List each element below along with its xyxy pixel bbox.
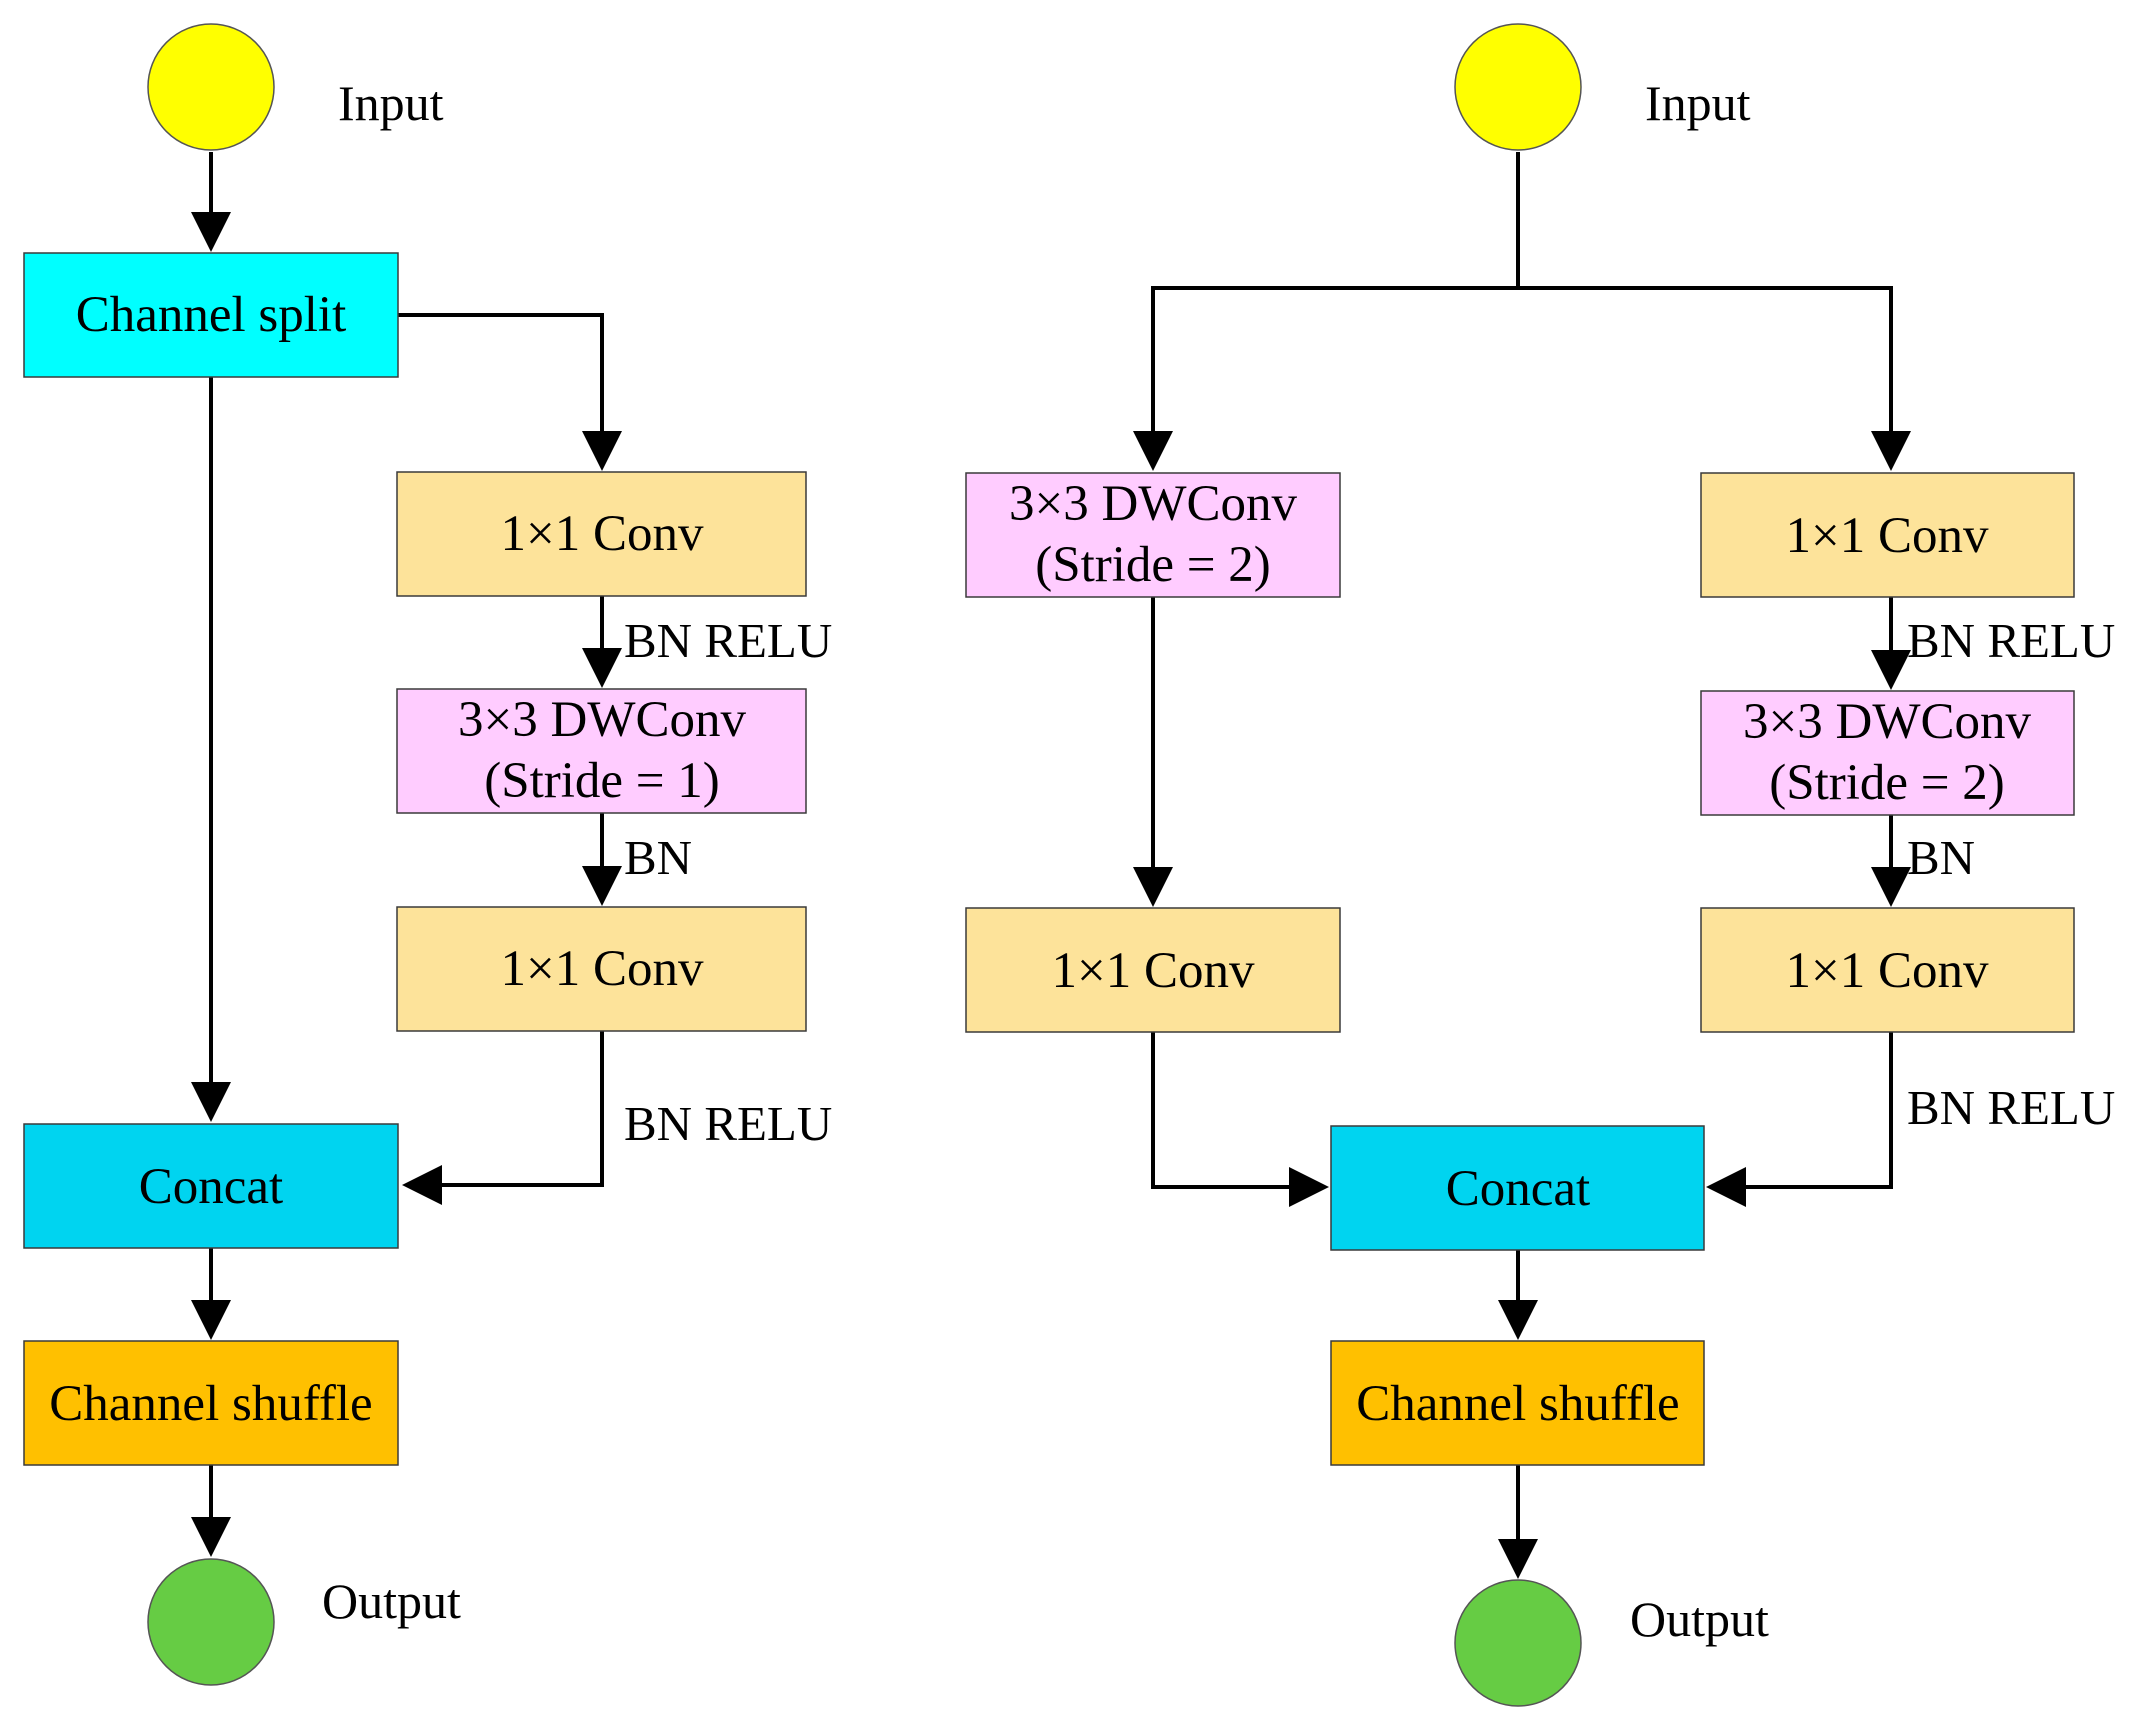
channel-split-text: Channel split [76,287,347,343]
edge-branch-to-dwconv-a [1133,286,1518,471]
left-unit: Input Channel split 1×1 Conv BN RELU 3×3… [23,23,832,1686]
conv1x1-box-b1: 1×1 Conv [1700,472,2075,598]
channel-shuffle-text: Channel shuffle [1356,1376,1679,1432]
edge-split-to-conv1 [398,313,622,471]
conv1x1-a-text: 1×1 Conv [1051,943,1255,999]
output-circle [147,1558,275,1686]
dwconv-text-line1: 3×3 DWConv [458,692,746,748]
dwconv-b-text-line1: 3×3 DWConv [1743,694,2031,750]
dwconv-a-text-line2: (Stride = 2) [1035,537,1271,593]
bn-relu-label-2: BN RELU [624,1096,832,1151]
conv1x1-box-a: 1×1 Conv [965,907,1341,1033]
conv1x1-rect-a [965,907,1341,1033]
channel-shuffle-box: Channel shuffle [23,1340,399,1466]
concat-rect [1330,1125,1705,1251]
conv1x1-box-b2: 1×1 Conv [1700,907,2075,1033]
conv1x1-text-2: 1×1 Conv [500,941,704,997]
output-node: Output [1454,1579,1769,1707]
channel-split-box: Channel split [23,252,399,378]
edge-branch-to-conv-b1 [1518,286,1911,471]
concat-box: Concat [23,1123,399,1249]
channel-shuffle-text: Channel shuffle [49,1376,372,1432]
right-unit: Input 3×3 DWConv (Stride = 2) 1×1 Conv 1… [965,23,2115,1707]
channel-shuffle-rect [1330,1340,1705,1466]
concat-rect [23,1123,399,1249]
dwconv-a-text-line1: 3×3 DWConv [1009,476,1297,532]
output-node: Output [147,1558,461,1686]
conv1x1-b2-text: 1×1 Conv [1785,943,1989,999]
dwconv-rect-a [965,472,1341,598]
conv1x1-rect-2 [396,906,807,1032]
input-label: Input [1645,75,1751,131]
bn-label: BN [1907,830,1975,885]
edge-conv-b2-to-concat [1706,1032,1893,1207]
dwconv-text-line2: (Stride = 1) [484,753,720,809]
conv1x1-box-2: 1×1 Conv [396,906,807,1032]
input-node: Input [147,23,444,151]
conv1x1-text-1: 1×1 Conv [500,506,704,562]
conv1x1-box-1: 1×1 Conv [396,471,807,597]
dwconv-rect-b [1700,690,2075,816]
dwconv-box-a: 3×3 DWConv (Stride = 2) [965,472,1341,598]
input-circle [147,23,275,151]
channel-split-rect [23,252,399,378]
conv1x1-rect-1 [396,471,807,597]
concat-text: Concat [1446,1161,1590,1217]
concat-box: Concat [1330,1125,1705,1251]
edge-conv-a-to-concat [1151,1032,1329,1207]
dwconv-box: 3×3 DWConv (Stride = 1) [396,688,807,814]
dwconv-b-text-line2: (Stride = 2) [1769,755,2005,811]
output-circle [1454,1579,1582,1707]
bn-relu-label-2: BN RELU [1907,1080,2115,1135]
dwconv-rect [396,688,807,814]
conv1x1-rect-b1 [1700,472,2075,598]
output-label: Output [1630,1591,1769,1647]
input-label: Input [338,75,444,131]
dwconv-box-b: 3×3 DWConv (Stride = 2) [1700,690,2075,816]
edge-conv2-to-concat [402,1031,604,1205]
conv1x1-b1-text: 1×1 Conv [1785,508,1989,564]
bn-relu-label-1: BN RELU [624,613,832,668]
input-circle [1454,23,1582,151]
conv1x1-rect-b2 [1700,907,2075,1033]
bn-relu-label-1: BN RELU [1907,613,2115,668]
channel-shuffle-rect [23,1340,399,1466]
concat-text: Concat [139,1159,283,1215]
input-node: Input [1454,23,1751,151]
output-label: Output [322,1573,461,1629]
channel-shuffle-box: Channel shuffle [1330,1340,1705,1466]
bn-label: BN [624,830,692,885]
